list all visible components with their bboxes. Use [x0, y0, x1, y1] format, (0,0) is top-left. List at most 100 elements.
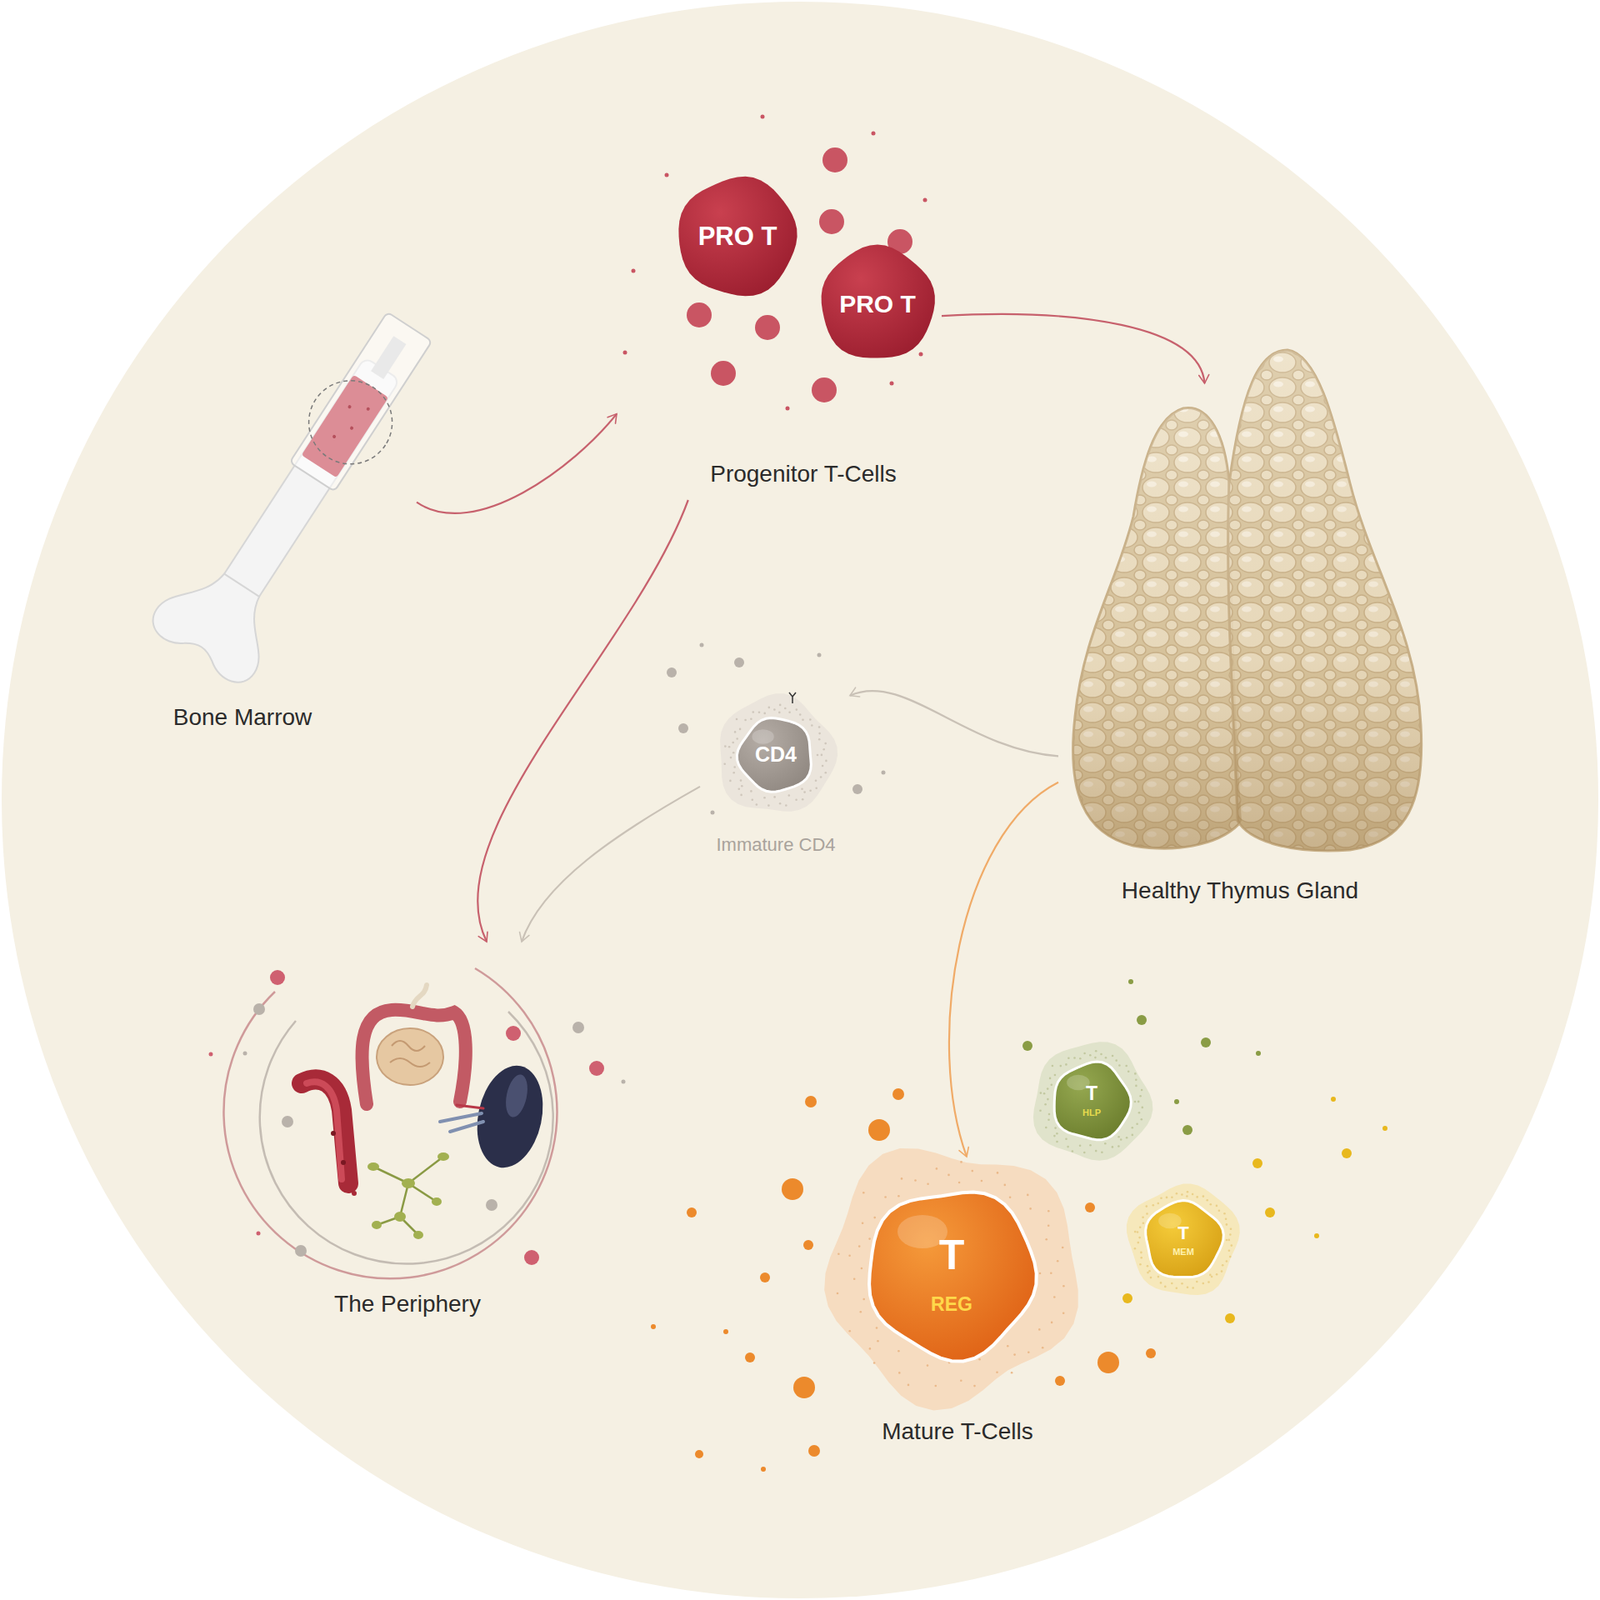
- halo-speckle: [810, 724, 814, 727]
- cell-label: MEM: [1162, 1246, 1205, 1257]
- illustration-part: [1122, 1293, 1133, 1304]
- group-label: Bone Marrow: [134, 705, 351, 731]
- halo-speckle: [1207, 1280, 1210, 1284]
- illustration-part: [852, 784, 863, 795]
- illustration-part: [524, 1250, 540, 1265]
- halo-speckle: [935, 1167, 939, 1170]
- illustration-part: [1225, 1313, 1235, 1324]
- halo-speckle: [740, 794, 743, 797]
- halo-speckle: [1067, 1057, 1070, 1060]
- halo-speckle: [1209, 1274, 1212, 1277]
- halo-speckle: [784, 707, 787, 710]
- halo-speckle: [1039, 1110, 1042, 1113]
- illustration-part: [301, 375, 390, 479]
- cell-highlight: [751, 729, 774, 745]
- halo-speckle: [1111, 1145, 1115, 1149]
- halo-speckle: [1191, 1193, 1195, 1196]
- illustration-part: [1330, 1096, 1336, 1102]
- halo-speckle: [739, 728, 742, 731]
- cell-label: T: [1075, 1083, 1109, 1105]
- halo-speckle: [1210, 1203, 1213, 1206]
- illustration-part: [881, 770, 886, 775]
- halo-speckle: [1047, 1119, 1050, 1122]
- illustration-part: [1228, 350, 1422, 851]
- halo-speckle: [1041, 1346, 1045, 1350]
- halo-speckle: [1138, 1236, 1141, 1240]
- cell-halo: [720, 693, 838, 811]
- illustration-part: [923, 198, 928, 203]
- halo-speckle: [750, 790, 753, 793]
- illustration-part: [1073, 408, 1242, 850]
- halo-speckle: [1050, 1321, 1054, 1325]
- illustration-part: [695, 1450, 704, 1459]
- illustration-part: [301, 1079, 349, 1184]
- illustration-part: [361, 1010, 465, 1105]
- halo-speckle: [848, 1330, 851, 1333]
- illustration-part: [373, 1156, 444, 1235]
- halo-speckle: [1160, 1197, 1163, 1200]
- halo-speckle: [735, 737, 739, 740]
- cell-label: Immature CD4: [692, 835, 860, 855]
- halo-speckle: [875, 1326, 879, 1330]
- halo-speckle: [1180, 1193, 1184, 1196]
- halo-speckle: [907, 1384, 910, 1387]
- halo-speckle: [1065, 1137, 1068, 1140]
- halo-speckle: [1047, 1224, 1050, 1227]
- halo-speckle: [926, 1183, 930, 1186]
- halo-speckle: [1175, 1192, 1179, 1195]
- halo-speckle: [1046, 1087, 1050, 1090]
- progenitor-cell: PRO T: [819, 245, 936, 362]
- illustration-part: [253, 1003, 265, 1015]
- group-label: Healthy Thymus Gland: [1090, 878, 1390, 905]
- halo-speckle: [1134, 1100, 1137, 1104]
- illustration-part: [349, 425, 355, 431]
- receptor-mark: [789, 692, 796, 704]
- halo-speckle: [1135, 1078, 1138, 1081]
- halo-speckle: [1164, 1285, 1167, 1289]
- illustration-part: [700, 643, 705, 648]
- halo-speckle: [960, 1160, 963, 1164]
- halo-speckle: [1073, 1056, 1076, 1060]
- flow-arrow: [949, 782, 1059, 1157]
- halo-speckle: [862, 1191, 865, 1195]
- halo-speckle: [1146, 1265, 1150, 1268]
- halo-speckle: [1142, 1222, 1145, 1225]
- halo-speckle: [884, 1195, 887, 1199]
- halo-speckle: [1139, 1263, 1142, 1266]
- illustration-part: [805, 1095, 817, 1108]
- illustration-part: [1128, 979, 1134, 985]
- flow-arrow: [416, 414, 617, 514]
- halo-speckle: [1170, 1195, 1174, 1199]
- illustration-part: [281, 1115, 294, 1128]
- illustration-part: [401, 1178, 415, 1189]
- illustration-part: [1228, 350, 1422, 851]
- illustration-part: [215, 357, 400, 611]
- halo-speckle: [738, 787, 741, 790]
- halo-speckle: [1131, 1126, 1135, 1130]
- halo-speckle: [1046, 1098, 1050, 1101]
- cd4-dots: [666, 643, 886, 815]
- illustration-part: [292, 365, 408, 480]
- illustration-part: [686, 302, 712, 328]
- halo-speckle: [801, 798, 805, 801]
- flow-arrow: [477, 500, 689, 942]
- halo-speckle: [773, 708, 776, 711]
- periphery-group: The Periphery: [241, 941, 592, 1334]
- cell-halo: [1033, 1041, 1154, 1161]
- illustration-part: [710, 360, 736, 386]
- illustration-part: [686, 1207, 697, 1218]
- illustration-part: [413, 1230, 424, 1240]
- halo-speckle: [728, 745, 731, 749]
- halo-speckle: [1083, 1151, 1086, 1155]
- halo-speckle: [723, 762, 726, 765]
- halo-speckle: [1054, 1126, 1057, 1130]
- halo-speckle: [1225, 1218, 1228, 1221]
- halo-speckle: [815, 779, 818, 782]
- halo-speckle: [779, 802, 782, 805]
- illustration-part: [1182, 1125, 1193, 1135]
- halo-speckle: [848, 1255, 851, 1258]
- halo-speckle: [1137, 1100, 1140, 1104]
- cell-label: CD4: [742, 743, 810, 767]
- halo-speckle: [1105, 1056, 1108, 1060]
